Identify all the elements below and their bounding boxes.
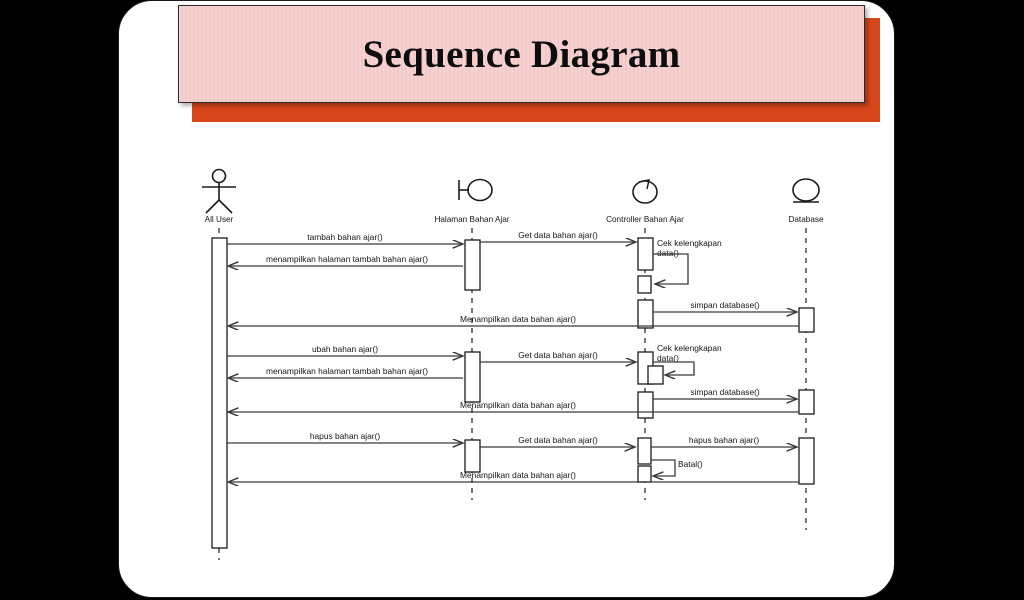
message-label-cek-2b: data()	[657, 353, 679, 363]
activation-boundary-3	[464, 439, 481, 473]
entity-icon	[792, 178, 820, 203]
message-label-batal: Batal()	[678, 459, 703, 469]
self-call-batal	[651, 459, 676, 476]
activation-controller-3b	[637, 465, 652, 483]
activation-controller-1a	[637, 237, 654, 271]
activation-controller-1b	[637, 275, 652, 294]
activation-actor	[211, 237, 228, 549]
message-label-cek-1b: data()	[657, 248, 679, 258]
lifeline-label-entity: Database	[788, 215, 823, 224]
activation-entity-3	[798, 437, 815, 485]
activation-controller-2b	[647, 365, 664, 385]
activation-controller-2c	[637, 391, 654, 419]
lifeline-label-actor: All User	[205, 215, 234, 224]
boundary-icon	[458, 178, 493, 202]
lifeline-label-boundary: Halaman Bahan Ajar	[434, 215, 509, 224]
message-label-getdata-2: Get data bahan ajar()	[518, 350, 598, 360]
lifeline-label-controller: Controller Bahan Ajar	[606, 215, 684, 224]
page-title: Sequence Diagram	[362, 32, 681, 76]
message-label-getdata-3: Get data bahan ajar()	[518, 435, 598, 445]
sequence-diagram: All User Halaman Bahan Ajar Controller B…	[118, 0, 895, 600]
control-icon	[632, 179, 658, 204]
activation-entity-1	[798, 307, 815, 333]
title-banner: Sequence Diagram	[178, 5, 865, 103]
activation-controller-1c	[637, 299, 654, 329]
message-label-getdata-1: Get data bahan ajar()	[518, 230, 598, 240]
self-call-cek-1	[653, 253, 689, 284]
message-label-hapus-db: hapus bahan ajar()	[689, 435, 760, 445]
message-label-ubah: ubah bahan ajar()	[312, 344, 378, 354]
message-label-menampilkan-data-1: Menampilkan data bahan ajar()	[460, 314, 576, 324]
message-label-menampilkan-data-2: Menampilkan data bahan ajar()	[460, 400, 576, 410]
activation-boundary-2	[464, 351, 481, 403]
message-label-cek-1a: Cek kelengkapan	[657, 238, 722, 248]
activation-entity-2	[798, 389, 815, 415]
message-label-simpan-2: simpan database()	[690, 387, 760, 397]
activation-controller-3a	[637, 437, 652, 465]
self-call-cek-2	[653, 361, 695, 375]
actor-stick-figure	[202, 168, 236, 214]
message-label-tambah: tambah bahan ajar()	[307, 232, 383, 242]
message-label-simpan-1: simpan database()	[690, 300, 760, 310]
message-label-menampilkan-halaman-1: menampilkan halaman tambah bahan ajar()	[266, 254, 428, 264]
message-label-cek-2a: Cek kelengkapan	[657, 343, 722, 353]
message-label-menampilkan-halaman-2: menampilkan halaman tambah bahan ajar()	[266, 366, 428, 376]
activation-boundary-1	[464, 239, 481, 291]
message-label-hapus: hapus bahan ajar()	[310, 431, 381, 441]
message-label-menampilkan-data-3: Menampilkan data bahan ajar()	[460, 470, 576, 480]
